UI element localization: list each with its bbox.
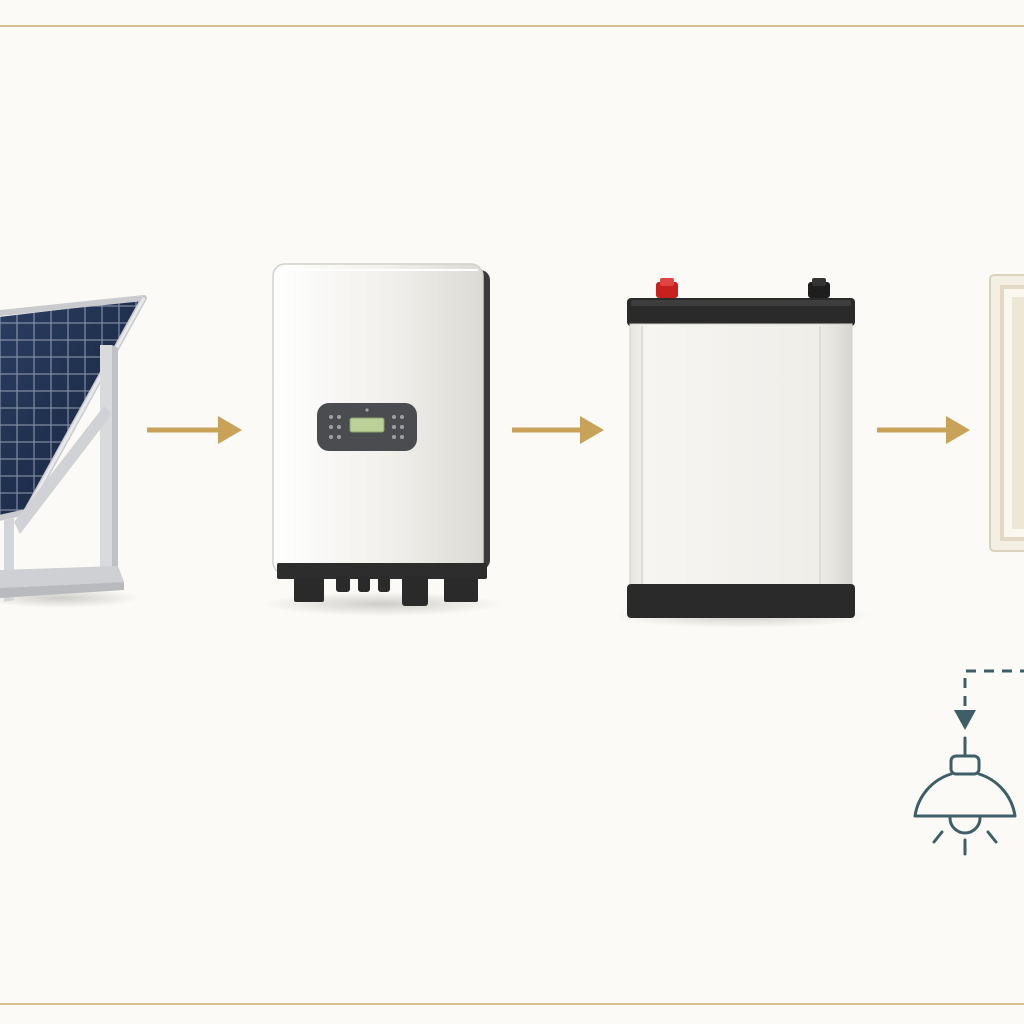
solar-panel-icon <box>0 295 147 608</box>
dashed-connector <box>954 669 1024 730</box>
flow-arrow-1 <box>147 416 242 444</box>
flow-arrow-3 <box>877 416 970 444</box>
lamp-icon <box>913 736 1017 856</box>
flow-arrow-2 <box>512 416 604 444</box>
inverter-icon <box>262 263 502 616</box>
battery-icon <box>612 278 872 628</box>
electrical-panel-icon <box>989 274 1024 552</box>
